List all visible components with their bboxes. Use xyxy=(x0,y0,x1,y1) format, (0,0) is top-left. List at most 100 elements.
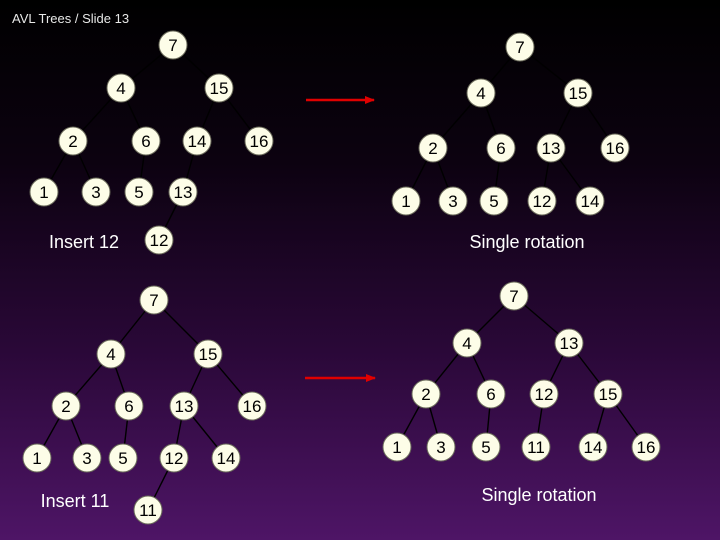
node-label: 6 xyxy=(124,397,133,416)
node-circle xyxy=(96,339,126,369)
node-label: 15 xyxy=(569,84,588,103)
tree-node: 12 xyxy=(529,379,559,409)
node-circle xyxy=(51,391,81,421)
node-label: 16 xyxy=(606,139,625,158)
tree-node: 6 xyxy=(114,391,144,421)
node-label: 14 xyxy=(581,192,600,211)
node-circle xyxy=(193,339,223,369)
node-label: 3 xyxy=(436,438,445,457)
tree-node: 1 xyxy=(382,432,412,462)
node-label: 11 xyxy=(527,438,545,457)
tree-node: 14 xyxy=(578,432,608,462)
tree-caption: Single rotation xyxy=(481,485,596,505)
node-label: 15 xyxy=(599,385,618,404)
tree-node: 15 xyxy=(204,73,234,103)
tree-node: 5 xyxy=(124,177,154,207)
node-circle xyxy=(22,443,52,473)
node-label: 5 xyxy=(481,438,490,457)
node-label: 7 xyxy=(515,38,524,57)
node-circle xyxy=(471,432,501,462)
tree-node: 1 xyxy=(22,443,52,473)
tree-node: 6 xyxy=(476,379,506,409)
node-label: 12 xyxy=(165,449,184,468)
tree-node: 5 xyxy=(479,186,509,216)
node-circle xyxy=(575,186,605,216)
node-label: 6 xyxy=(486,385,495,404)
tree-node: 3 xyxy=(81,177,111,207)
tree-node: 15 xyxy=(193,339,223,369)
tree-node: 13 xyxy=(169,391,199,421)
tree-node: 4 xyxy=(96,339,126,369)
node-label: 4 xyxy=(476,84,485,103)
node-circle xyxy=(466,78,496,108)
tree-node: 4 xyxy=(466,78,496,108)
node-label: 1 xyxy=(39,183,48,202)
tree-node: 4 xyxy=(106,73,136,103)
node-label: 14 xyxy=(584,438,603,457)
node-circle xyxy=(418,133,448,163)
node-label: 1 xyxy=(32,449,41,468)
node-label: 12 xyxy=(533,192,552,211)
node-circle xyxy=(158,30,188,60)
tree-node: 16 xyxy=(600,133,630,163)
tree-node: 15 xyxy=(593,379,623,409)
node-circle xyxy=(124,177,154,207)
tree-node: 12 xyxy=(144,225,174,255)
node-circle xyxy=(527,186,557,216)
node-circle xyxy=(139,285,169,315)
node-label: 14 xyxy=(188,132,207,151)
tree-node: 2 xyxy=(58,126,88,156)
tree-node: 13 xyxy=(168,177,198,207)
node-label: 7 xyxy=(168,36,177,55)
tree-node: 5 xyxy=(108,443,138,473)
node-label: 4 xyxy=(462,334,471,353)
node-label: 5 xyxy=(118,449,127,468)
tree-node: 3 xyxy=(426,432,456,462)
node-circle xyxy=(554,328,584,358)
node-label: 11 xyxy=(139,501,157,520)
tree-node: 15 xyxy=(563,78,593,108)
node-circle xyxy=(600,133,630,163)
tree-node: 2 xyxy=(411,379,441,409)
node-circle xyxy=(144,225,174,255)
tree-caption: Insert 11 xyxy=(41,491,110,511)
node-label: 3 xyxy=(91,183,100,202)
node-circle xyxy=(486,133,516,163)
node-circle xyxy=(391,186,421,216)
tree-node: 13 xyxy=(536,133,566,163)
node-circle xyxy=(168,177,198,207)
node-circle xyxy=(411,379,441,409)
node-label: 3 xyxy=(82,449,91,468)
tree-node: 12 xyxy=(159,443,189,473)
node-circle xyxy=(237,391,267,421)
node-circle xyxy=(29,177,59,207)
node-label: 2 xyxy=(421,385,430,404)
tree-node: 7 xyxy=(139,285,169,315)
node-label: 15 xyxy=(199,345,218,364)
node-label: 4 xyxy=(106,345,115,364)
node-circle xyxy=(108,443,138,473)
node-circle xyxy=(81,177,111,207)
tree-node: 2 xyxy=(418,133,448,163)
node-label: 15 xyxy=(210,79,229,98)
tree-node: 14 xyxy=(182,126,212,156)
node-circle xyxy=(159,443,189,473)
tree-node: 5 xyxy=(471,432,501,462)
node-label: 1 xyxy=(392,438,401,457)
node-circle xyxy=(106,73,136,103)
node-circle xyxy=(114,391,144,421)
node-label: 2 xyxy=(68,132,77,151)
tree-node: 6 xyxy=(486,133,516,163)
node-label: 3 xyxy=(448,192,457,211)
node-circle xyxy=(169,391,199,421)
node-circle xyxy=(479,186,509,216)
node-circle xyxy=(244,126,274,156)
tree-node: 7 xyxy=(505,32,535,62)
